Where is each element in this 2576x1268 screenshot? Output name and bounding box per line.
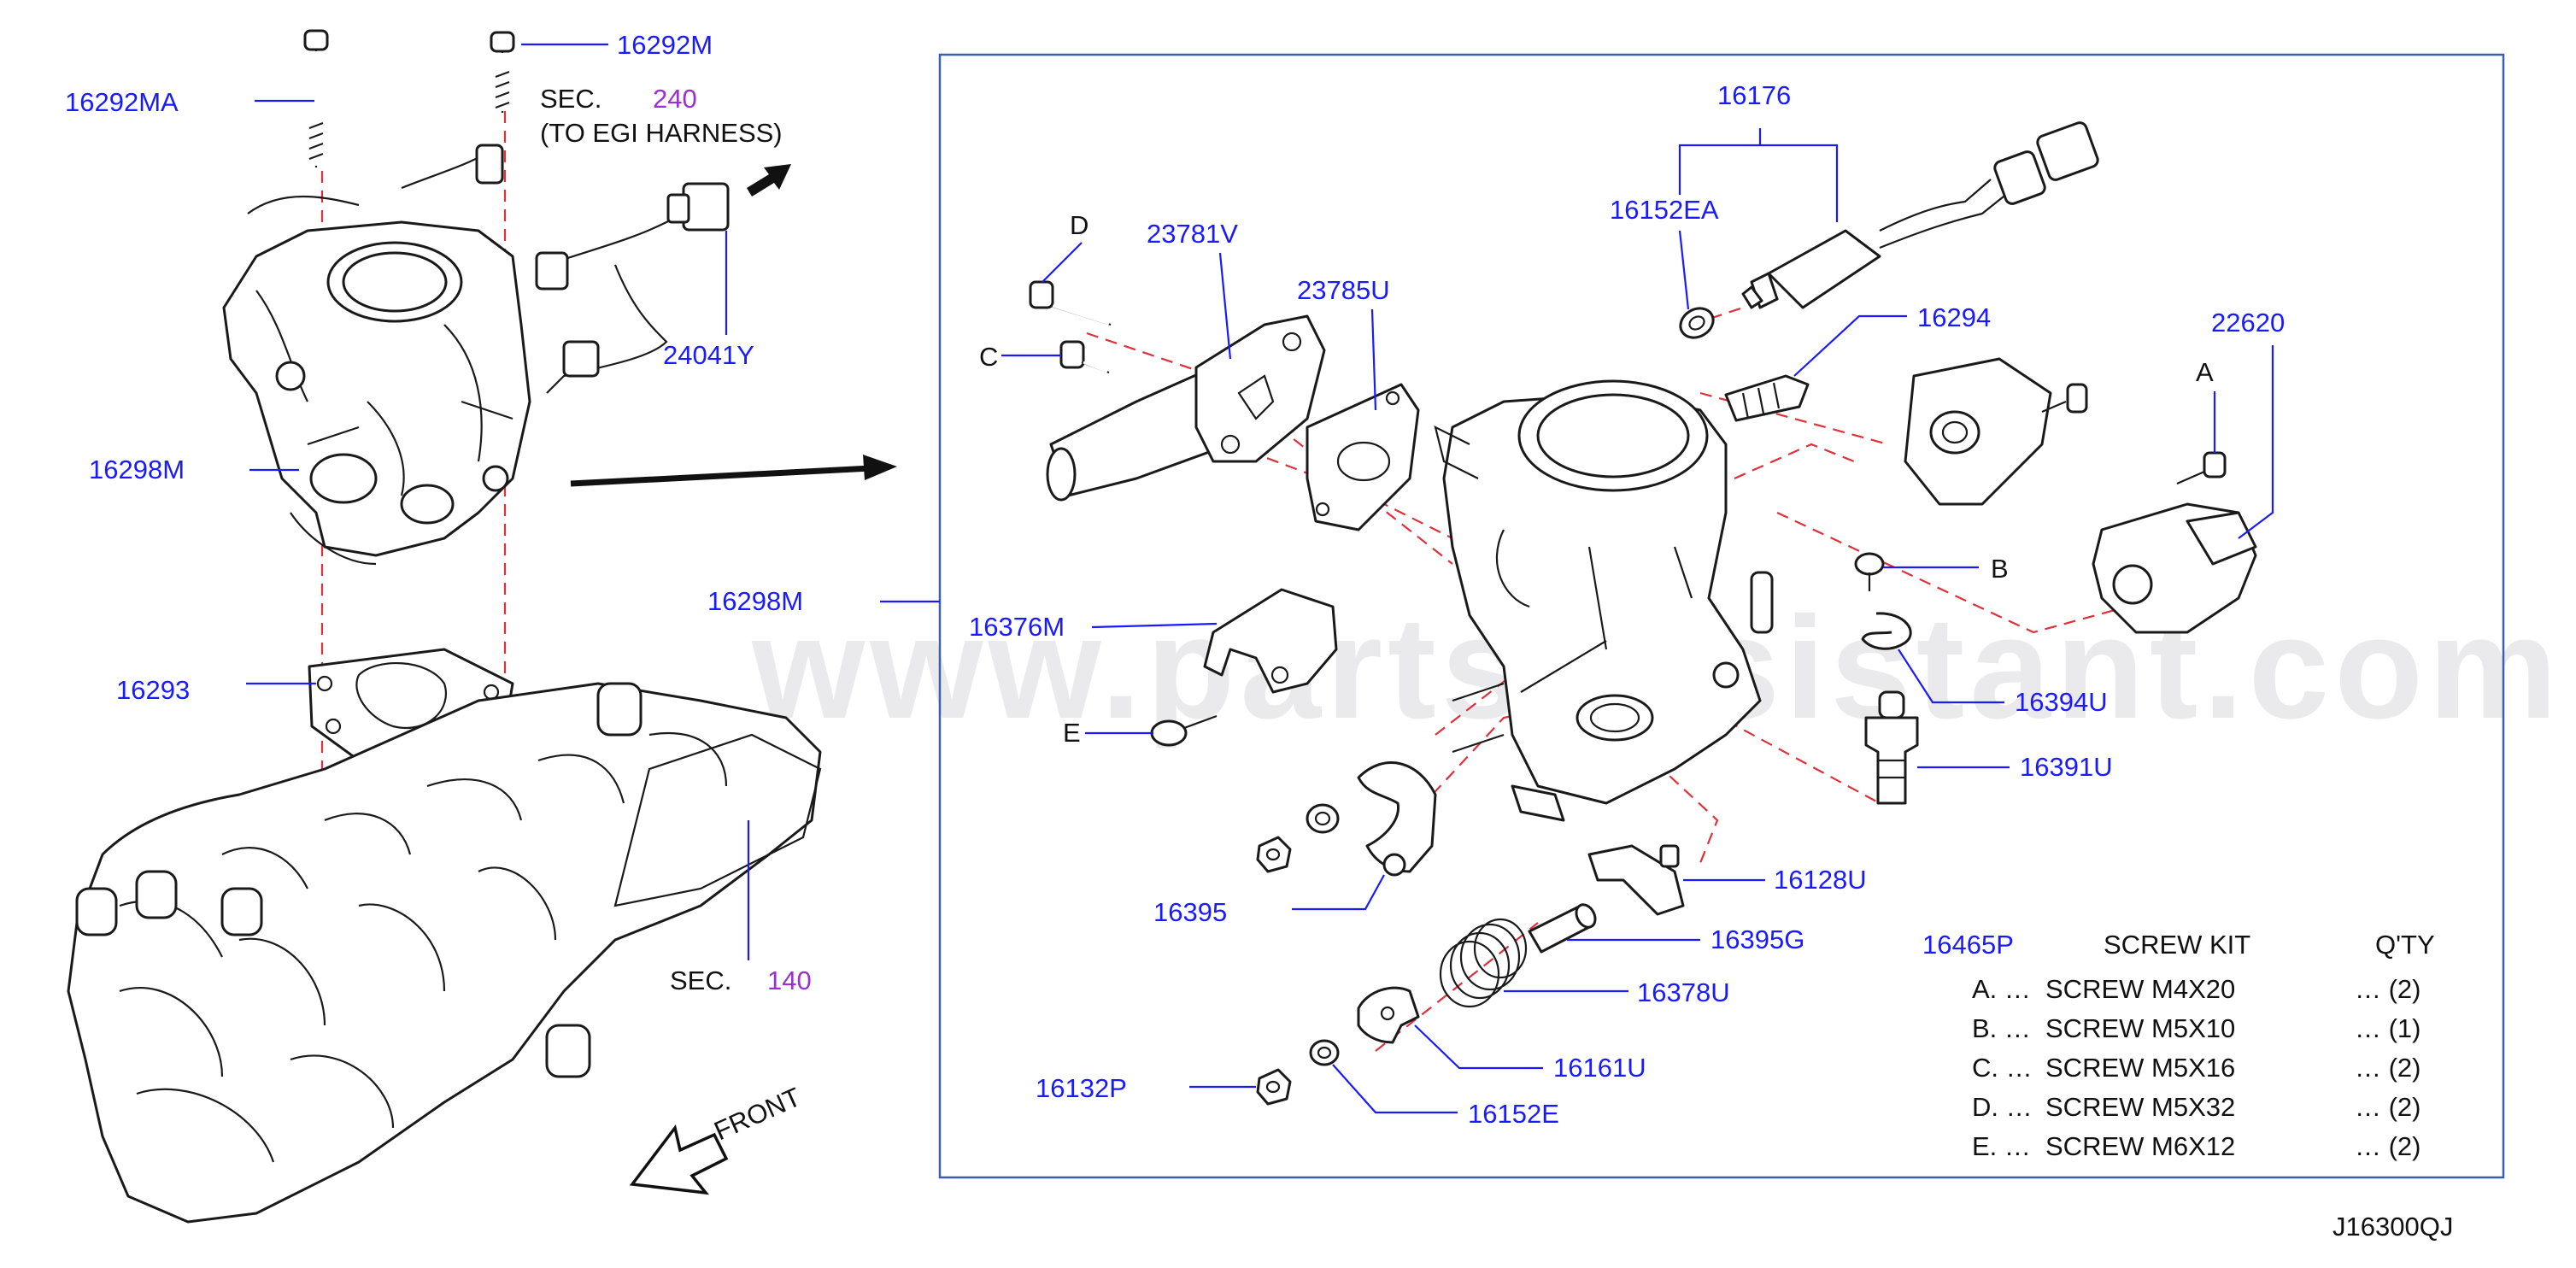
label-16292M[interactable]: 16292M <box>617 30 713 60</box>
screw-kit-table: 16465P SCREW KIT Q'TY A. … SCREW M4X20 …… <box>1922 930 2435 1161</box>
fitting-16294[interactable] <box>1724 374 1810 422</box>
bracket-16376M[interactable] <box>1203 588 1338 694</box>
label-16294[interactable]: 16294 <box>1917 302 1991 332</box>
front-label: FRONT <box>710 1082 806 1146</box>
label-23781V[interactable]: 23781V <box>1147 219 1238 249</box>
screw-row-ref: C. … <box>1972 1053 2033 1083</box>
screw-B[interactable] <box>1854 552 1885 591</box>
aac-valve-23781V[interactable] <box>1046 314 1326 502</box>
washer-16395[interactable] <box>1306 803 1340 834</box>
label-16395[interactable]: 16395 <box>1153 897 1227 927</box>
sensor-22620[interactable] <box>2092 502 2257 634</box>
washer-16152E[interactable] <box>1309 1039 1340 1066</box>
bolt-16292M[interactable] <box>490 31 515 113</box>
label-16394U[interactable]: 16394U <box>2015 687 2108 717</box>
intake-manifold[interactable] <box>67 682 822 1224</box>
label-23785U[interactable]: 23785U <box>1297 275 1390 305</box>
label-16152E[interactable]: 16152E <box>1468 1099 1559 1129</box>
throttle-body-16298M[interactable] <box>1434 379 1774 822</box>
spring-16378U[interactable] <box>1439 918 1528 1008</box>
screw-row-desc: SCREW M5X16 <box>2045 1053 2235 1083</box>
label-16391U[interactable]: 16391U <box>2020 752 2113 782</box>
spacer-16395G[interactable] <box>1528 901 1599 954</box>
screw-row-ref: A. … <box>1972 974 2031 1004</box>
bolt-16292MA[interactable] <box>303 29 329 167</box>
label-16378U[interactable]: 16378U <box>1637 977 1730 1007</box>
nut-16395[interactable] <box>1256 836 1292 873</box>
screw-row-qty: … (2) <box>2355 974 2421 1004</box>
sec-240-prefix: SEC. <box>540 84 601 114</box>
screw-A[interactable] <box>2176 451 2227 485</box>
label-16376M[interactable]: 16376M <box>969 612 1065 642</box>
label-16395G[interactable]: 16395G <box>1710 925 1804 954</box>
label-16293[interactable]: 16293 <box>116 675 190 705</box>
throttle-chamber-assembly-left[interactable] <box>222 144 531 566</box>
letter-D: D <box>1070 210 1088 240</box>
clip-16394U[interactable] <box>1861 612 1912 650</box>
screw-C[interactable] <box>1059 340 1110 374</box>
screw-kit-part[interactable]: 16465P <box>1922 930 2014 960</box>
label-16298M-left[interactable]: 16298M <box>89 455 185 484</box>
sensor-16391U[interactable] <box>1864 690 1919 805</box>
diagram-code: J16300QJ <box>2332 1212 2453 1242</box>
label-16298M-box[interactable]: 16298M <box>707 586 803 616</box>
label-16132P[interactable]: 16132P <box>1036 1073 1127 1103</box>
o-ring-16152EA[interactable] <box>1675 302 1719 343</box>
screw-row-qty: … (1) <box>2355 1013 2421 1043</box>
harness-connector-24041Y[interactable] <box>535 182 730 394</box>
bracket-16128U[interactable] <box>1587 844 1685 916</box>
sec-240-note: (TO EGI HARNESS) <box>540 118 783 148</box>
screw-row-desc: SCREW M4X20 <box>2045 974 2235 1004</box>
screw-row-ref: D. … <box>1972 1092 2033 1122</box>
screw-row-qty: … (2) <box>2355 1092 2421 1122</box>
label-16176[interactable]: 16176 <box>1717 80 1791 110</box>
screw-row-qty: … (2) <box>2355 1131 2421 1161</box>
sec-140-number[interactable]: 140 <box>767 966 812 995</box>
letter-C: C <box>979 342 998 372</box>
screw-row-desc: SCREW M5X32 <box>2045 1092 2235 1122</box>
letter-E: E <box>1063 718 1081 748</box>
detail-frame <box>938 53 2505 1179</box>
front-arrow <box>629 1124 729 1195</box>
to-harness-arrow <box>747 164 791 197</box>
label-16161U[interactable]: 16161U <box>1553 1053 1646 1083</box>
screw-row-ref: B. … <box>1972 1013 2031 1043</box>
gasket-23785U[interactable] <box>1306 383 1420 531</box>
letter-B: B <box>1991 554 2009 584</box>
label-16128U[interactable]: 16128U <box>1774 865 1867 895</box>
screw-row-desc: SCREW M6X12 <box>2045 1131 2235 1161</box>
label-16152EA[interactable]: 16152EA <box>1610 195 1719 225</box>
label-22620[interactable]: 22620 <box>2211 308 2285 338</box>
sec-140-prefix: SEC. <box>670 966 731 995</box>
letter-A: A <box>2196 357 2214 387</box>
lever-16395[interactable] <box>1357 761 1437 877</box>
screw-kit-title: SCREW KIT <box>2104 930 2250 960</box>
injector-16176[interactable] <box>1741 120 2099 309</box>
label-16292MA[interactable]: 16292MA <box>65 87 179 117</box>
sensor-module[interactable] <box>1904 357 2088 506</box>
screw-row-qty: … (2) <box>2355 1053 2421 1083</box>
drum-16161U[interactable] <box>1357 986 1420 1044</box>
screw-kit-qty-header: Q'TY <box>2375 930 2435 960</box>
label-24041Y[interactable]: 24041Y <box>663 340 754 370</box>
nut-16132P[interactable] <box>1256 1068 1292 1106</box>
sec-240-number[interactable]: 240 <box>653 84 697 114</box>
screw-row-desc: SCREW M5X10 <box>2045 1013 2235 1043</box>
screw-row-ref: E. … <box>1972 1131 2031 1161</box>
detail-arrow <box>570 455 897 487</box>
screw-D[interactable] <box>1029 280 1112 326</box>
